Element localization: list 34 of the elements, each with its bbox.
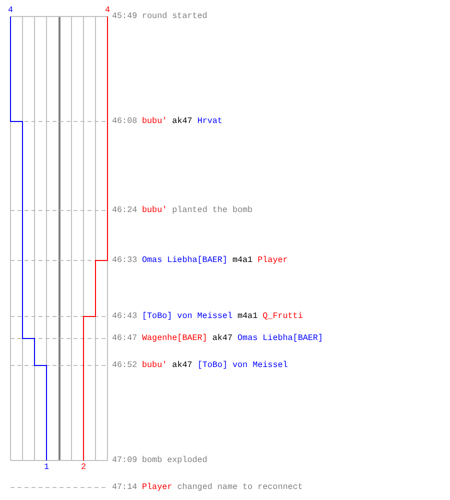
player-name: Player — [258, 255, 288, 265]
time-label: 46:47 — [112, 333, 138, 343]
player-name: Hrvat — [197, 116, 222, 126]
time-label: 47:09 — [112, 455, 138, 465]
weapon-name: ak47 — [172, 116, 192, 126]
event-text: planted the bomb — [172, 205, 253, 215]
player-name: Player — [142, 482, 172, 492]
player-name: bubu' — [142, 205, 168, 215]
count-label: 4 — [104, 4, 112, 14]
event-text: round started — [142, 11, 208, 21]
time-label: 46:24 — [112, 205, 138, 215]
time-label: 46:43 — [112, 311, 138, 321]
time-label: 45:49 — [112, 11, 138, 21]
player-name: bubu' — [142, 116, 168, 126]
time-label: 47:14 — [112, 482, 138, 492]
time-label: 46:08 — [112, 116, 138, 126]
player-name: bubu' — [142, 360, 168, 370]
player-name: Wagenhe[BAER] — [142, 333, 208, 343]
weapon-name: m4a1 — [238, 311, 258, 321]
event-text: changed name to reconnect — [177, 482, 303, 492]
time-label: 46:52 — [112, 360, 138, 370]
time-label: 46:33 — [112, 255, 138, 265]
player-name: Q_Frutti — [262, 311, 303, 321]
event-text: bomb exploded — [142, 455, 208, 465]
weapon-name: m4a1 — [232, 255, 253, 265]
player-name: [ToBo] von Meissel — [142, 311, 232, 321]
count-label: 2 — [80, 462, 88, 472]
count-label: 1 — [42, 462, 50, 472]
weapon-name: ak47 — [212, 333, 232, 343]
weapon-name: ak47 — [172, 360, 192, 370]
player-name: [ToBo] von Meissel — [197, 360, 288, 370]
player-name: Omas Liebha[BAER] — [142, 255, 228, 265]
player-name: Omas Liebha[BAER] — [238, 333, 323, 343]
count-label: 4 — [6, 4, 14, 14]
